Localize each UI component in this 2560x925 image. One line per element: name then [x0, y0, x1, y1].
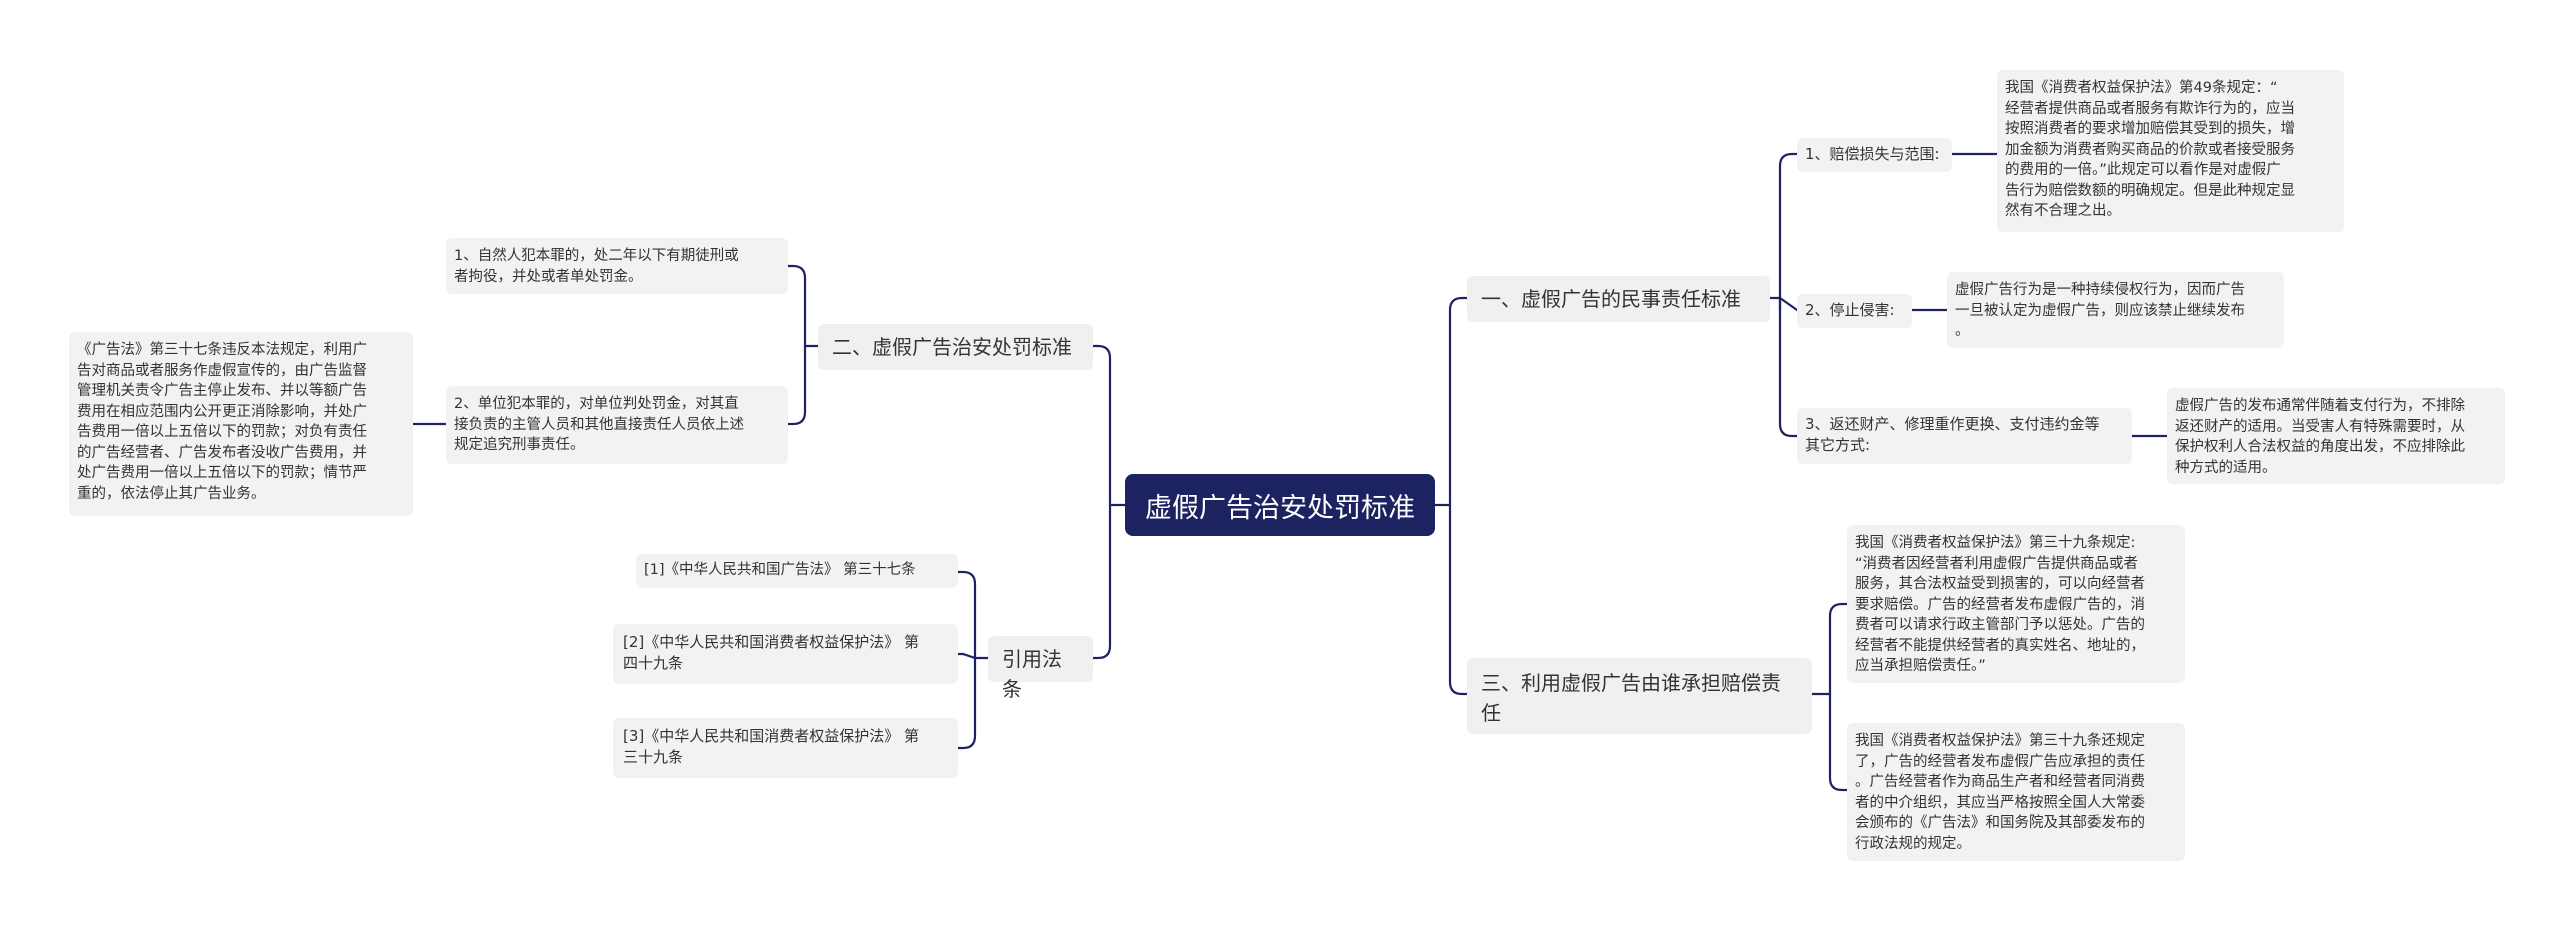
law-ref-2[interactable]: [2]《中华人民共和国消费者权益保护法》 第 四十九条	[613, 624, 958, 684]
link-penalty-2	[786, 344, 807, 426]
link-civil-3	[1778, 296, 1799, 438]
branch-penalty-standard[interactable]: 二、虚假广告治安处罚标准	[818, 324, 1093, 370]
root-topic[interactable]: 虚假广告治安处罚标准	[1125, 474, 1435, 536]
link-laws-3	[956, 656, 977, 750]
civil-item-cease[interactable]: 2、停止侵害:	[1797, 294, 1912, 328]
link-liability-2	[1828, 692, 1849, 792]
branch-cited-laws[interactable]: 引用法条	[988, 636, 1093, 701]
penalty-organization[interactable]: 2、单位犯本罪的，对单位判处罚金，对其直 接负责的主管人员和其他直接责任人员依上…	[446, 386, 788, 464]
link-left-laws	[1091, 503, 1112, 660]
link-right-liability	[1448, 503, 1469, 696]
link-laws-1	[956, 570, 977, 660]
link-liability-1	[1828, 602, 1849, 696]
link-right-civil	[1448, 296, 1469, 507]
liability-article-39-supplement[interactable]: 我国《消费者权益保护法》第三十九条还规定 了，广告的经营者发布虚假广告应承担的责…	[1847, 723, 2185, 861]
link-penalty-1	[786, 264, 807, 348]
civil-item-compensation[interactable]: 1、赔偿损失与范围:	[1797, 138, 1952, 172]
penalty-natural-person[interactable]: 1、自然人犯本罪的，处二年以下有期徒刑或 者拘役，并处或者单处罚金。	[446, 238, 788, 294]
link-left-penalty	[1091, 344, 1112, 507]
liability-article-39[interactable]: 我国《消费者权益保护法》第三十九条规定: “消费者因经营者利用虚假广告提供商品或…	[1847, 525, 2185, 683]
link-civil-1	[1778, 152, 1799, 300]
civil-item-restitution-detail[interactable]: 虚假广告的发布通常伴随着支付行为，不排除 返还财产的适用。当受害人有特殊需要时，…	[2167, 388, 2505, 484]
link-civil-2b	[1778, 296, 1799, 312]
civil-item-cease-detail[interactable]: 虚假广告行为是一种持续侵权行为，因而广告 一旦被认定为虚假广告，则应该禁止继续发…	[1947, 272, 2284, 348]
penalty-advertising-law-note[interactable]: 《广告法》第三十七条违反本法规定，利用广 告对商品或者服务作虚假宣传的，由广告监…	[69, 332, 413, 516]
branch-who-liable[interactable]: 三、利用虚假广告由谁承担赔偿责 任	[1467, 658, 1812, 734]
civil-item-restitution[interactable]: 3、返还财产、修理重作更换、支付违约金等 其它方式:	[1797, 408, 2132, 464]
link-laws-2	[956, 652, 977, 660]
law-ref-3[interactable]: [3]《中华人民共和国消费者权益保护法》 第 三十九条	[613, 718, 958, 778]
law-ref-1[interactable]: [1]《中华人民共和国广告法》 第三十七条	[636, 554, 958, 588]
branch-civil-liability[interactable]: 一、虚假广告的民事责任标准	[1467, 276, 1770, 322]
civil-item-compensation-detail[interactable]: 我国《消费者权益保护法》第49条规定：“ 经营者提供商品或者服务有欺诈行为的，应…	[1997, 70, 2344, 232]
